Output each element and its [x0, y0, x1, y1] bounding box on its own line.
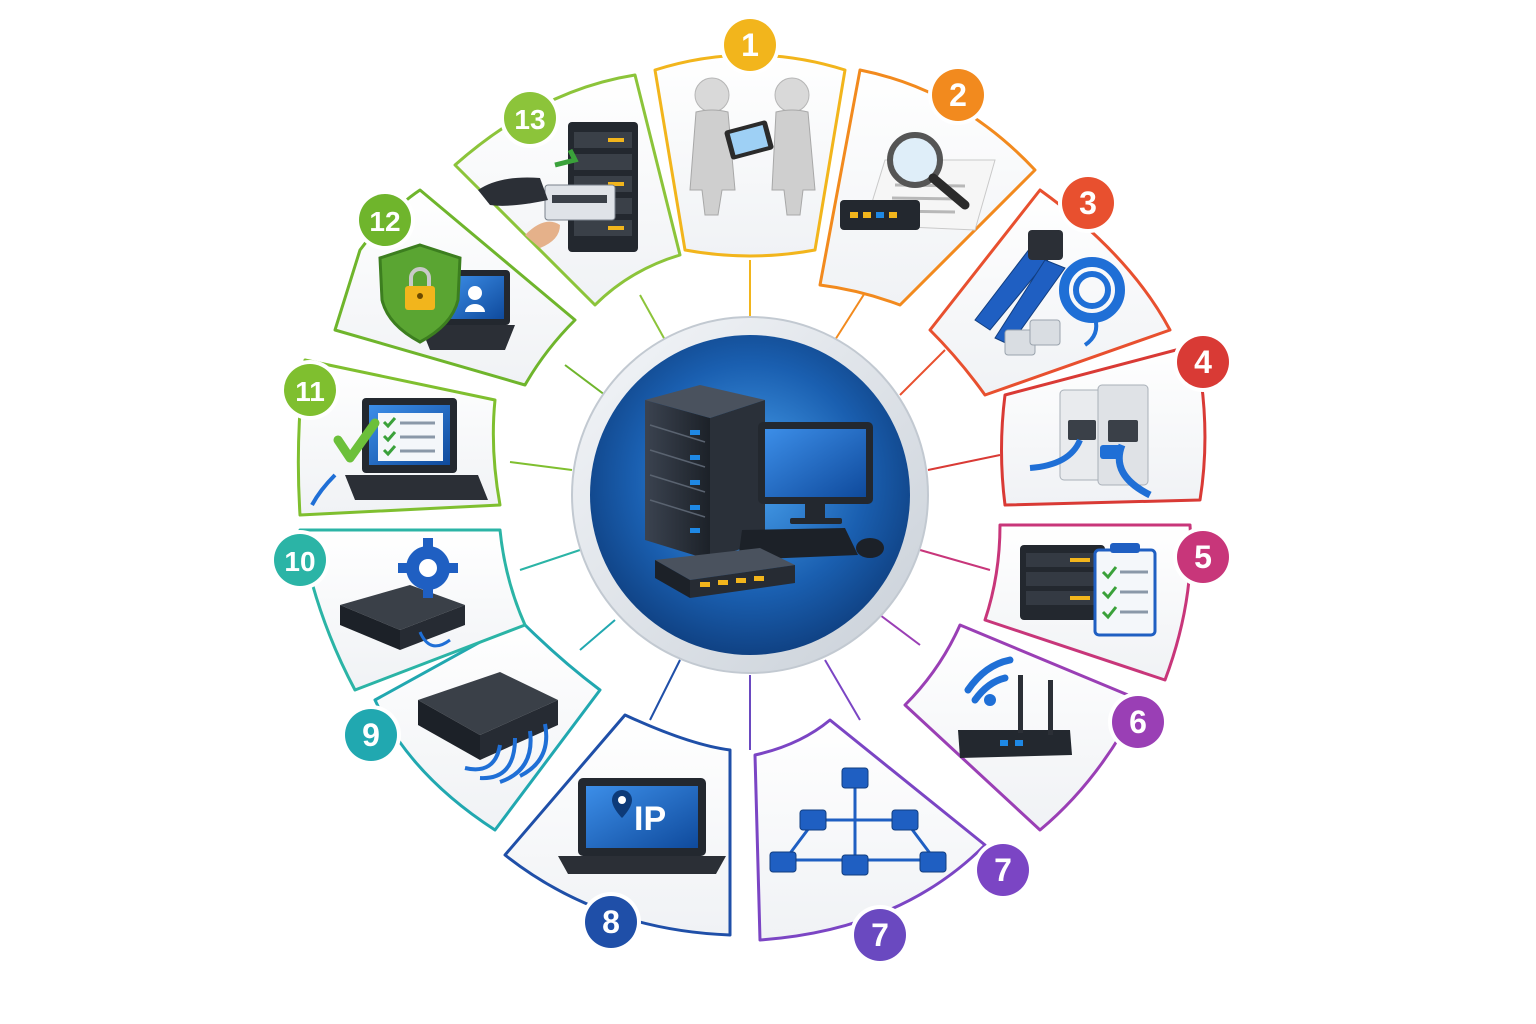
badge-circle [1062, 177, 1114, 229]
badge-circle [1112, 696, 1164, 748]
badge-number: 6 [1129, 704, 1147, 740]
badge-number: 4 [1194, 344, 1212, 380]
badge-number: 1 [741, 27, 759, 63]
badge-circle [585, 896, 637, 948]
badge-circle [359, 194, 411, 246]
step-badge-4: 4 [1173, 332, 1233, 392]
ip-label: IP [634, 800, 666, 838]
handshake-clipboard-icon [689, 77, 816, 216]
badge-number: 2 [949, 77, 967, 113]
connector-lines [509, 260, 1001, 750]
badge-circle [1177, 531, 1229, 583]
badge-circle [284, 364, 336, 416]
step-badge-9: 8 [581, 892, 641, 952]
step-badge-7: 7 [973, 840, 1033, 900]
step-badge-13: 12 [355, 190, 415, 250]
crimping-tool-cable-icon [974, 230, 1125, 356]
step-badge-5: 5 [1173, 527, 1233, 587]
step-badge-6: 6 [1108, 692, 1168, 752]
server-rack-install-icon [478, 122, 638, 252]
network-topology-icon [769, 767, 947, 876]
badge-number: 13 [514, 104, 545, 135]
badge-number: 7 [871, 917, 889, 953]
laptop-ip-icon: IP [558, 778, 726, 874]
step-badge-10: 9 [341, 705, 401, 765]
switch-inspect-magnifier-icon [840, 132, 996, 231]
step-badge-8: 7 [850, 905, 910, 965]
badge-number: 9 [362, 717, 380, 753]
badge-circle [724, 19, 776, 71]
badge-number: 11 [295, 376, 325, 407]
badge-circle [274, 534, 326, 586]
step-badge-12: 11 [280, 360, 340, 420]
rack-checklist-icon [1020, 543, 1157, 637]
step-badge-14: 13 [500, 88, 560, 148]
switch-gear-icon [340, 538, 465, 650]
switch-patch-cables-icon [418, 672, 558, 784]
badge-circle [854, 909, 906, 961]
badge-circle [932, 69, 984, 121]
wall-port-cable-icon [1029, 384, 1152, 499]
badge-circle [504, 92, 556, 144]
server-computer-switch-icon [645, 385, 884, 598]
badge-circle [345, 709, 397, 761]
badge-circle [977, 844, 1029, 896]
badge-circle [1177, 336, 1229, 388]
laptop-checklist-icon [310, 398, 488, 506]
step-badge-1: 1 [720, 15, 780, 75]
badge-number: 3 [1079, 185, 1097, 221]
step-badge-2: 2 [928, 65, 988, 125]
step-badge-3: 3 [1058, 173, 1118, 233]
step-card-7 [753, 718, 987, 942]
badge-number: 8 [602, 904, 620, 940]
badge-number: 7 [994, 852, 1012, 888]
badge-number: 5 [1194, 539, 1212, 575]
shield-lock-laptop-icon [378, 243, 515, 350]
badge-number: 10 [284, 546, 315, 577]
badge-number: 12 [369, 206, 400, 237]
step-card-1 [653, 53, 847, 258]
wifi-router-icon [958, 656, 1072, 758]
step-badge-11: 10 [270, 530, 330, 590]
